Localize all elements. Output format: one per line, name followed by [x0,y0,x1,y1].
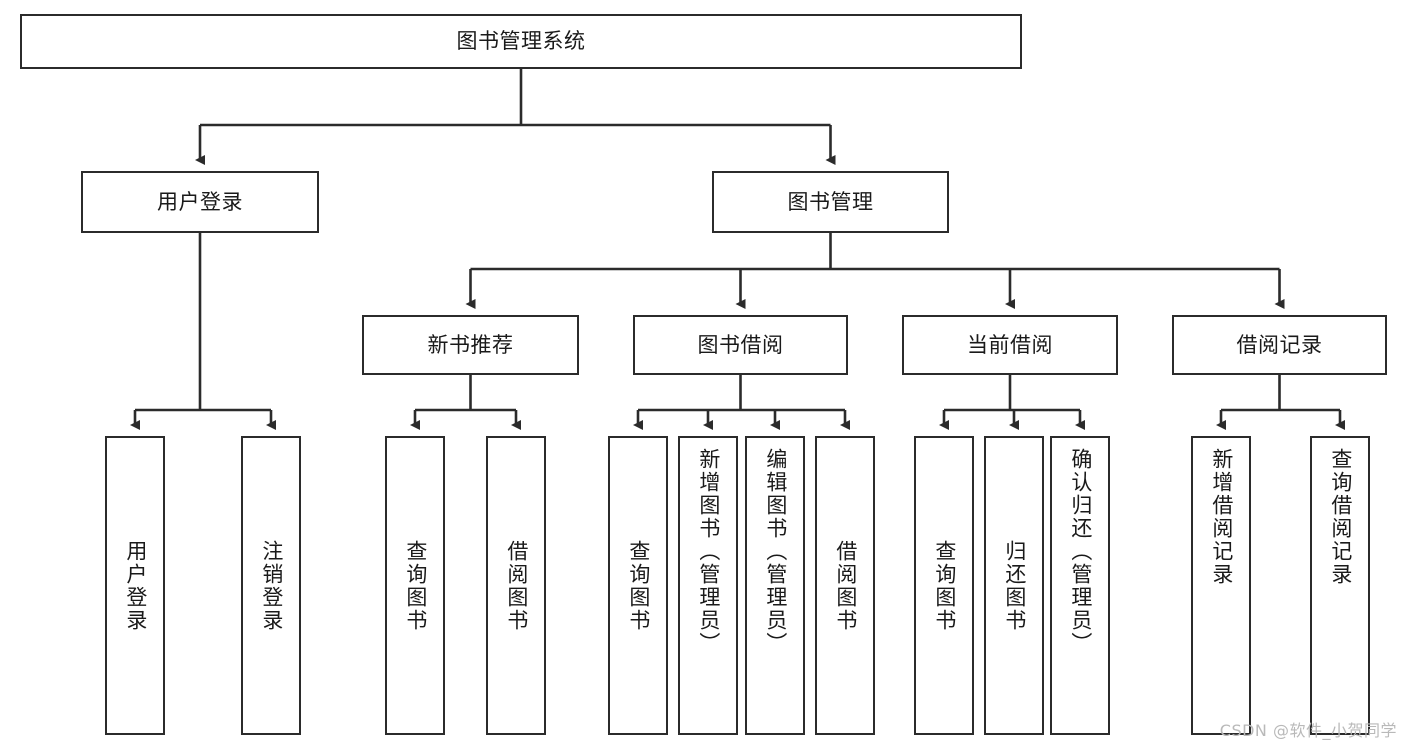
node-leaf-rec-borrow[interactable]: 借阅图书 [486,436,546,735]
node-label: 编辑图书（管理员） [763,448,788,655]
node-leaf-cur-return[interactable]: 归还图书 [984,436,1044,735]
node-leaf-borrow-edit[interactable]: 编辑图书（管理员） [745,436,805,735]
csdn-watermark: CSDN @软件_小贺同学 [1219,721,1397,740]
node-label: 借阅图书 [833,539,858,632]
node-book-manage[interactable]: 图书管理 [712,171,949,233]
node-leaf-rec-add[interactable]: 新增借阅记录 [1191,436,1251,735]
node-leaf-rec-search[interactable]: 查询借阅记录 [1310,436,1370,735]
node-label: 借阅图书 [504,539,529,632]
node-current-borrow[interactable]: 当前借阅 [902,315,1118,375]
node-label: 确认归还（管理员） [1068,448,1093,655]
node-user-login[interactable]: 用户登录 [81,171,319,233]
node-leaf-borrow-query[interactable]: 查询图书 [608,436,668,735]
node-label: 新增借阅记录 [1209,448,1234,586]
node-label: 当前借阅 [967,332,1053,357]
node-label: 图书管理系统 [456,29,586,54]
node-borrow-record[interactable]: 借阅记录 [1172,315,1387,375]
node-label: 新增图书（管理员） [696,448,721,655]
node-leaf-borrow-lend[interactable]: 借阅图书 [815,436,875,735]
node-label: 图书管理 [787,189,874,214]
node-label: 注销登录 [259,539,284,632]
node-leaf-cur-confirm[interactable]: 确认归还（管理员） [1050,436,1110,735]
node-root[interactable]: 图书管理系统 [20,14,1022,69]
node-label: 图书借阅 [697,332,784,357]
node-label: 归还图书 [1002,539,1027,632]
node-label: 借阅记录 [1236,332,1323,357]
node-leaf-rec-query[interactable]: 查询图书 [385,436,445,735]
node-label: 查询图书 [626,539,651,632]
node-label: 用户登录 [157,189,243,214]
node-leaf-user-login[interactable]: 用户登录 [105,436,165,735]
node-leaf-user-logout[interactable]: 注销登录 [241,436,301,735]
node-label: 查询图书 [403,539,428,632]
node-book-borrow[interactable]: 图书借阅 [633,315,848,375]
node-leaf-cur-query[interactable]: 查询图书 [914,436,974,735]
node-label: 用户登录 [123,539,148,632]
node-label: 查询借阅记录 [1328,448,1353,586]
node-new-book-rec[interactable]: 新书推荐 [362,315,579,375]
node-label: 查询图书 [932,539,957,632]
node-label: 新书推荐 [427,332,514,357]
node-leaf-borrow-add[interactable]: 新增图书（管理员） [678,436,738,735]
